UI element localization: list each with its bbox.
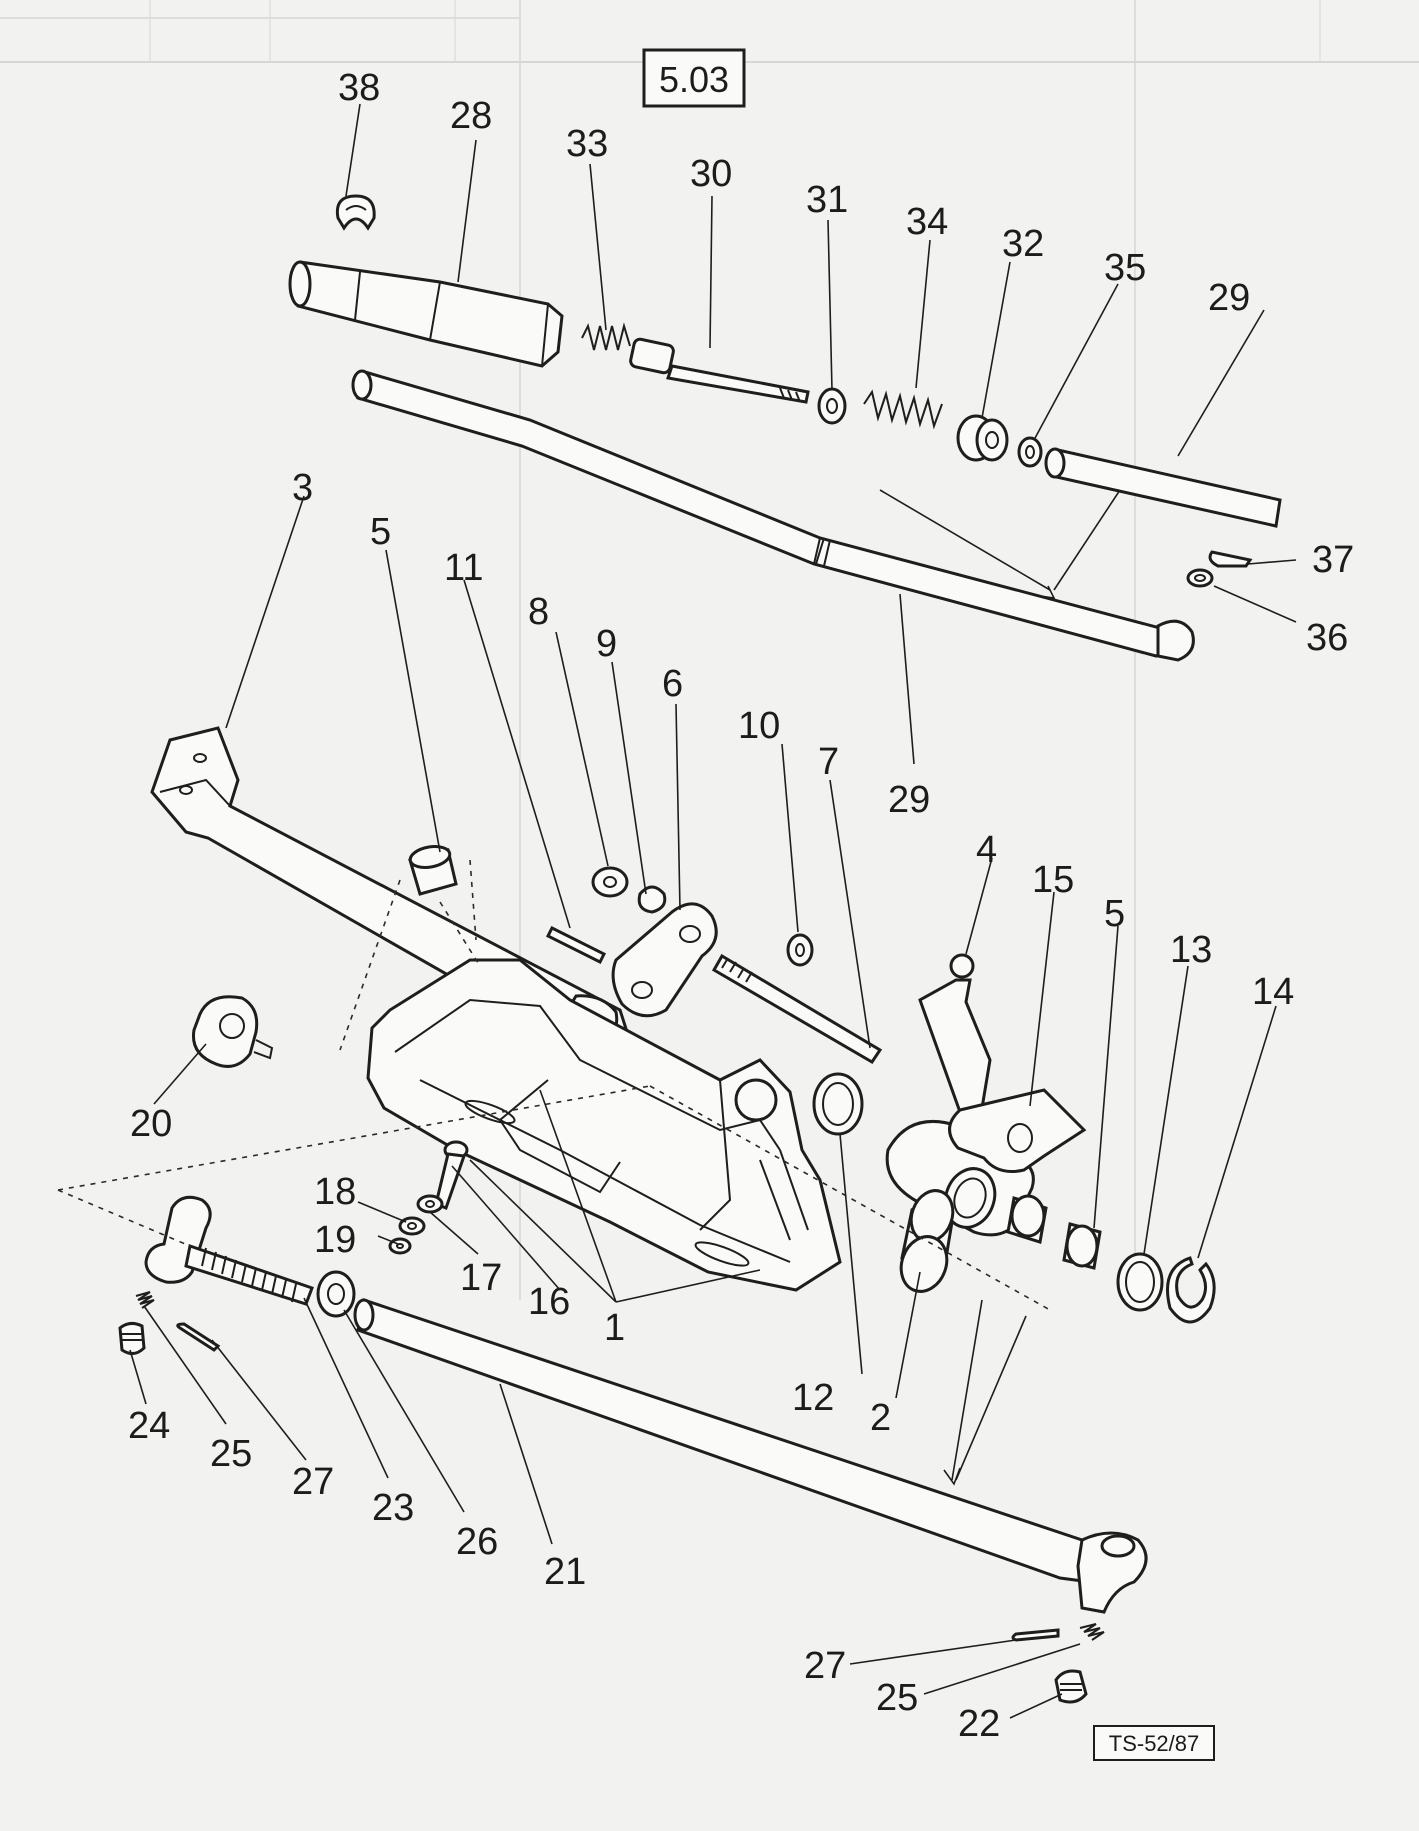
label-25-right: 25 [876,1677,918,1719]
washer-31 [817,387,847,425]
label-21: 21 [544,1551,586,1593]
label-3: 3 [292,467,313,509]
label-12: 12 [792,1377,834,1419]
spring-34 [863,389,943,430]
clamp-20 [191,995,274,1068]
washer-36 [1186,568,1214,588]
label-22: 22 [958,1703,1000,1745]
label-19: 19 [314,1219,356,1261]
ring-12 [812,1072,864,1136]
nut-19 [388,1237,412,1255]
label-34: 34 [906,201,948,243]
lever-15 [948,1088,1087,1173]
label-29-mid: 29 [888,779,930,821]
spring-25-left [135,1291,155,1309]
label-33: 33 [566,123,608,165]
plug-24 [118,1321,146,1355]
label-10: 10 [738,705,780,747]
bolt-16 [434,1140,469,1210]
drawing-code: TS-52/87 [1109,1731,1200,1756]
plug-22 [1054,1669,1088,1704]
bracket-1 [366,958,842,1292]
label-20: 20 [130,1103,172,1145]
drawing-code-box: TS-52/87 [1093,1725,1215,1761]
label-15: 15 [1032,859,1074,901]
label-26: 26 [456,1521,498,1563]
label-9: 9 [596,623,617,665]
rod-30 [629,337,810,404]
label-30: 30 [690,153,732,195]
label-35: 35 [1104,247,1146,289]
label-13: 13 [1170,929,1212,971]
rod-end-23 [144,1195,314,1306]
cotter-pin-27-left [176,1322,221,1352]
label-23: 23 [372,1487,414,1529]
label-37: 37 [1312,539,1354,581]
label-6: 6 [662,663,683,705]
pin-11 [545,925,607,965]
label-8: 8 [528,591,549,633]
cotter-pin-27-right [1011,1628,1060,1642]
label-5-upper: 5 [370,511,391,553]
label-31: 31 [806,179,848,221]
cotter-pin-37 [1208,550,1253,568]
sheet-number: 5.03 [659,59,729,100]
label-14: 14 [1252,971,1294,1013]
label-29-top: 29 [1208,277,1250,319]
label-28: 28 [450,95,492,137]
bushing-5-lower [1006,1194,1102,1270]
bushing-5-upper [408,845,458,896]
label-32: 32 [1002,223,1044,265]
washer-35 [1017,436,1043,468]
tube-21 [353,1298,1148,1614]
label-16: 16 [528,1281,570,1323]
bushing-2 [899,1189,955,1293]
link-6 [611,902,718,1018]
nut-26 [316,1270,356,1318]
alignment-lines [57,489,1121,1486]
label-25-left: 25 [210,1433,252,1475]
nut-32 [956,414,1009,462]
tube-29-short [1044,447,1282,528]
ring-13 [1116,1252,1164,1312]
label-36: 36 [1306,617,1348,659]
spring-33 [581,322,631,351]
label-18: 18 [314,1171,356,1213]
label-27-right: 27 [804,1645,846,1687]
washer-17 [416,1194,444,1214]
label-38: 38 [338,67,380,109]
lever-4 [885,953,1035,1237]
label-7: 7 [818,741,839,783]
label-17: 17 [460,1257,502,1299]
rod-29-long [351,369,1195,662]
label-27-left: 27 [292,1461,334,1503]
circlip-14 [1166,1256,1216,1324]
label-24: 24 [128,1405,170,1447]
nut-8 [591,866,629,898]
label-1: 1 [604,1307,625,1349]
label-11: 11 [444,547,483,589]
label-4: 4 [976,829,997,871]
washer-10 [786,933,814,967]
stud-7 [711,953,883,1065]
ring-9 [637,885,667,914]
part-number-labels: 38 28 33 30 31 34 32 35 29 37 36 29 3 5 … [128,67,1354,1745]
sheet-number-box: 5.03 [642,48,746,108]
spring-25-right [1079,1623,1105,1641]
shaft-28 [288,260,564,368]
label-2: 2 [870,1397,891,1439]
leader-lines [129,103,1297,1719]
clip-38 [335,194,376,231]
label-5-lower: 5 [1104,893,1125,935]
